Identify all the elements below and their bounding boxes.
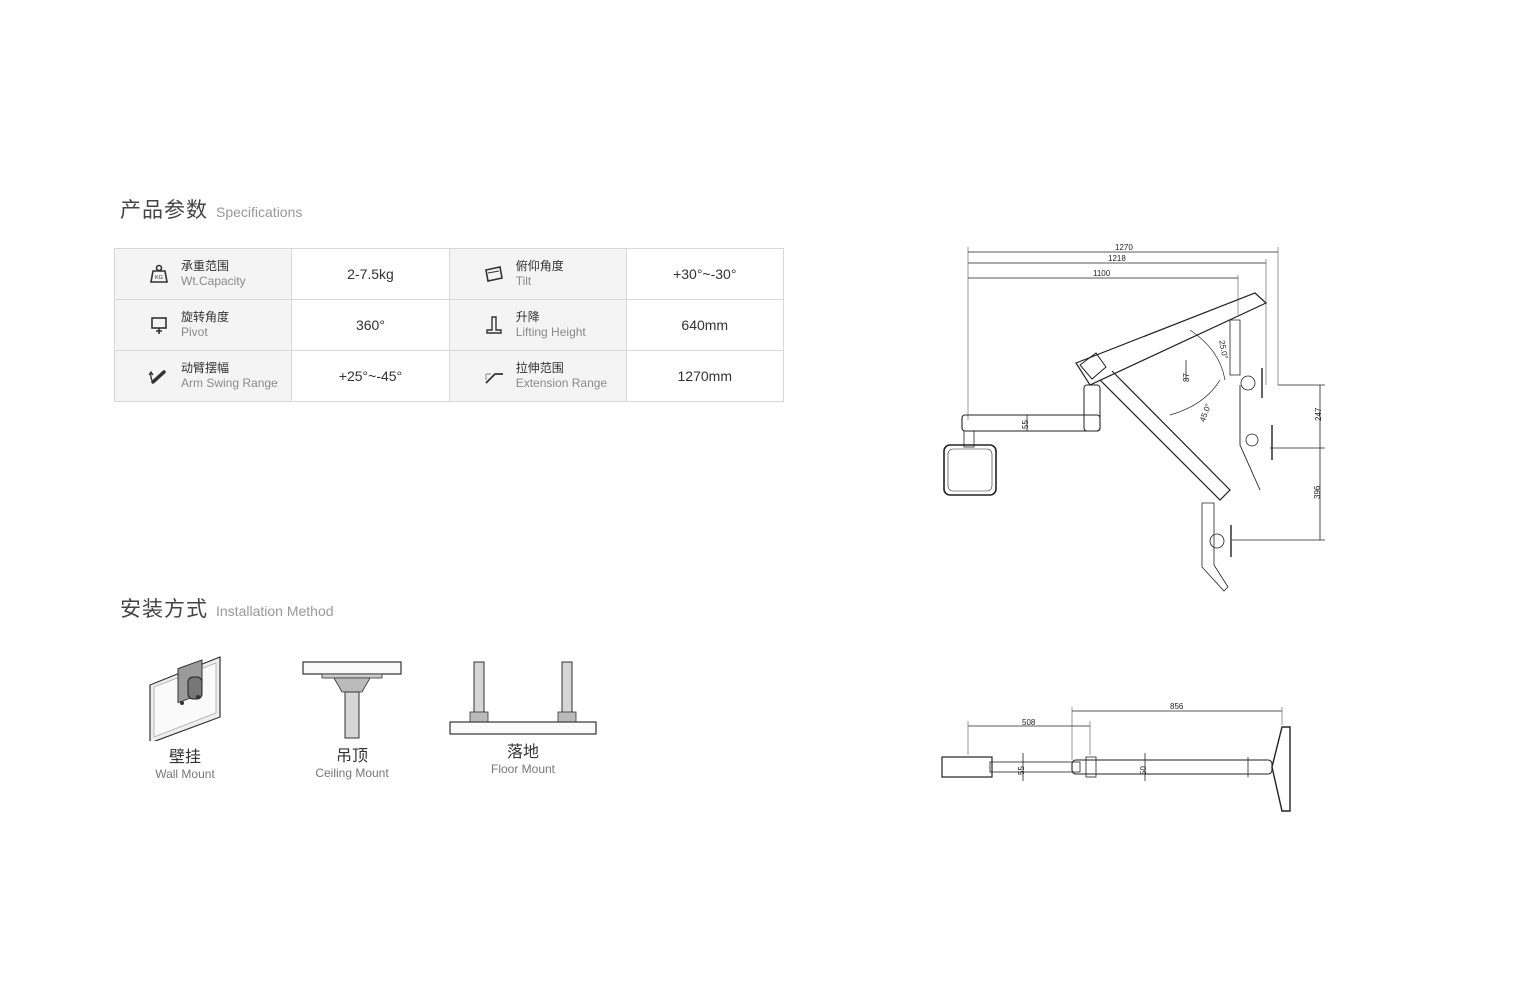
spec-label-tilt: 俯仰角度 Tilt xyxy=(448,248,627,300)
spec-label-lift: 升降 Lifting Height xyxy=(448,299,627,351)
spec-label-en: Tilt xyxy=(515,274,532,288)
floor-mount-label-zh: 落地 xyxy=(506,744,539,761)
spec-label-zh: 俯仰角度 xyxy=(515,259,564,273)
floor-mount-icon xyxy=(449,661,597,735)
spec-value-tilt: +30°~-30° xyxy=(625,248,785,300)
spec-label-en: Wt.Capacity xyxy=(181,274,246,288)
dimension-label: 1270 xyxy=(1115,243,1133,252)
svg-text:KG: KG xyxy=(155,275,163,281)
wall-mount-label-zh: 壁挂 xyxy=(168,749,201,766)
dimension-label: 25.0° xyxy=(1217,339,1229,359)
spec-label-pivot: 旋转角度 Pivot xyxy=(113,299,293,351)
dimension-label: 50 xyxy=(1139,766,1148,775)
spec-value-weight: 2-7.5kg xyxy=(291,248,450,300)
weight-icon: KG xyxy=(150,264,168,283)
spec-label-zh: 升降 xyxy=(515,310,540,324)
spec-row: 旋转角度 Pivot 360° 升降 Lifting Height 640mm xyxy=(113,299,785,351)
extension-icon xyxy=(485,373,503,384)
dimension-label: 396 xyxy=(1313,485,1322,499)
installation-heading: 安装方式 Installation Method xyxy=(120,593,334,623)
tilt-icon xyxy=(484,266,503,282)
spec-value-extension: 1270mm xyxy=(625,350,785,402)
spec-label-en: Lifting Height xyxy=(515,325,586,339)
spec-label-extension: 拉伸范围 Extension Range xyxy=(448,350,627,402)
spec-label-arm-swing: 动臂摆幅 Arm Swing Range xyxy=(113,350,293,402)
dimension-label: 87 xyxy=(1182,373,1191,382)
dimension-label: 247 xyxy=(1314,407,1323,421)
lift-icon xyxy=(486,316,502,334)
spec-label-zh: 承重范围 xyxy=(181,259,230,273)
dimension-label: 856 xyxy=(1170,702,1184,711)
dimension-label: 55 xyxy=(1017,766,1026,775)
ceiling-mount-label-zh: 吊顶 xyxy=(335,748,368,765)
spec-label-zh: 动臂摆幅 xyxy=(181,361,230,375)
side-view-drawing: 1270 1218 1100 25.0° 87 45.0° 55 247 396 xyxy=(943,243,1325,592)
ceiling-mount-icon xyxy=(302,661,402,739)
spec-value-lift: 640mm xyxy=(625,299,785,351)
arm-swing-icon xyxy=(148,370,166,384)
wall-mount-label-en: Wall Mount xyxy=(155,767,215,781)
floor-mount-item: 落地 Floor Mount xyxy=(448,660,598,776)
spec-label-en: Extension Range xyxy=(515,376,608,390)
spec-value-arm-swing: +25°~-45° xyxy=(291,350,450,402)
dimension-label: 508 xyxy=(1022,718,1036,727)
spec-row: 动臂摆幅 Arm Swing Range +25°~-45° 拉伸范围 Exte… xyxy=(113,350,785,402)
floor-mount-label-en: Floor Mount xyxy=(490,762,556,776)
top-view-drawing: 508 856 55 50 xyxy=(941,702,1291,812)
dimension-label: 1100 xyxy=(1093,269,1111,278)
dimension-label: 45.0° xyxy=(1198,402,1213,423)
dimension-label: 1218 xyxy=(1108,254,1126,263)
specifications-table: KG 承重范围 Wt.Capacity 2-7.5kg 俯仰角度 Tilt xyxy=(113,248,785,402)
spec-value-pivot: 360° xyxy=(291,299,450,351)
installation-title-zh: 安装方式 xyxy=(120,598,208,621)
wall-mount-icon xyxy=(149,656,221,741)
wall-mount-item: 壁挂 Wall Mount xyxy=(140,655,230,781)
specifications-title-zh: 产品参数 xyxy=(120,199,208,222)
spec-label-weight: KG 承重范围 Wt.Capacity xyxy=(113,248,293,300)
pivot-icon xyxy=(151,317,167,334)
spec-label-zh: 旋转角度 xyxy=(181,310,230,324)
specifications-title-en: Specifications xyxy=(216,204,303,220)
specifications-heading: 产品参数 Specifications xyxy=(120,194,302,224)
ceiling-mount-item: 吊顶 Ceiling Mount xyxy=(300,660,404,780)
spec-label-en: Pivot xyxy=(181,325,208,339)
spec-label-zh: 拉伸范围 xyxy=(515,361,564,375)
dimension-label: 55 xyxy=(1021,420,1030,429)
spec-row: KG 承重范围 Wt.Capacity 2-7.5kg 俯仰角度 Tilt xyxy=(113,248,785,300)
ceiling-mount-label-en: Ceiling Mount xyxy=(315,766,389,780)
spec-label-en: Arm Swing Range xyxy=(181,376,278,390)
installation-title-en: Installation Method xyxy=(216,603,334,619)
